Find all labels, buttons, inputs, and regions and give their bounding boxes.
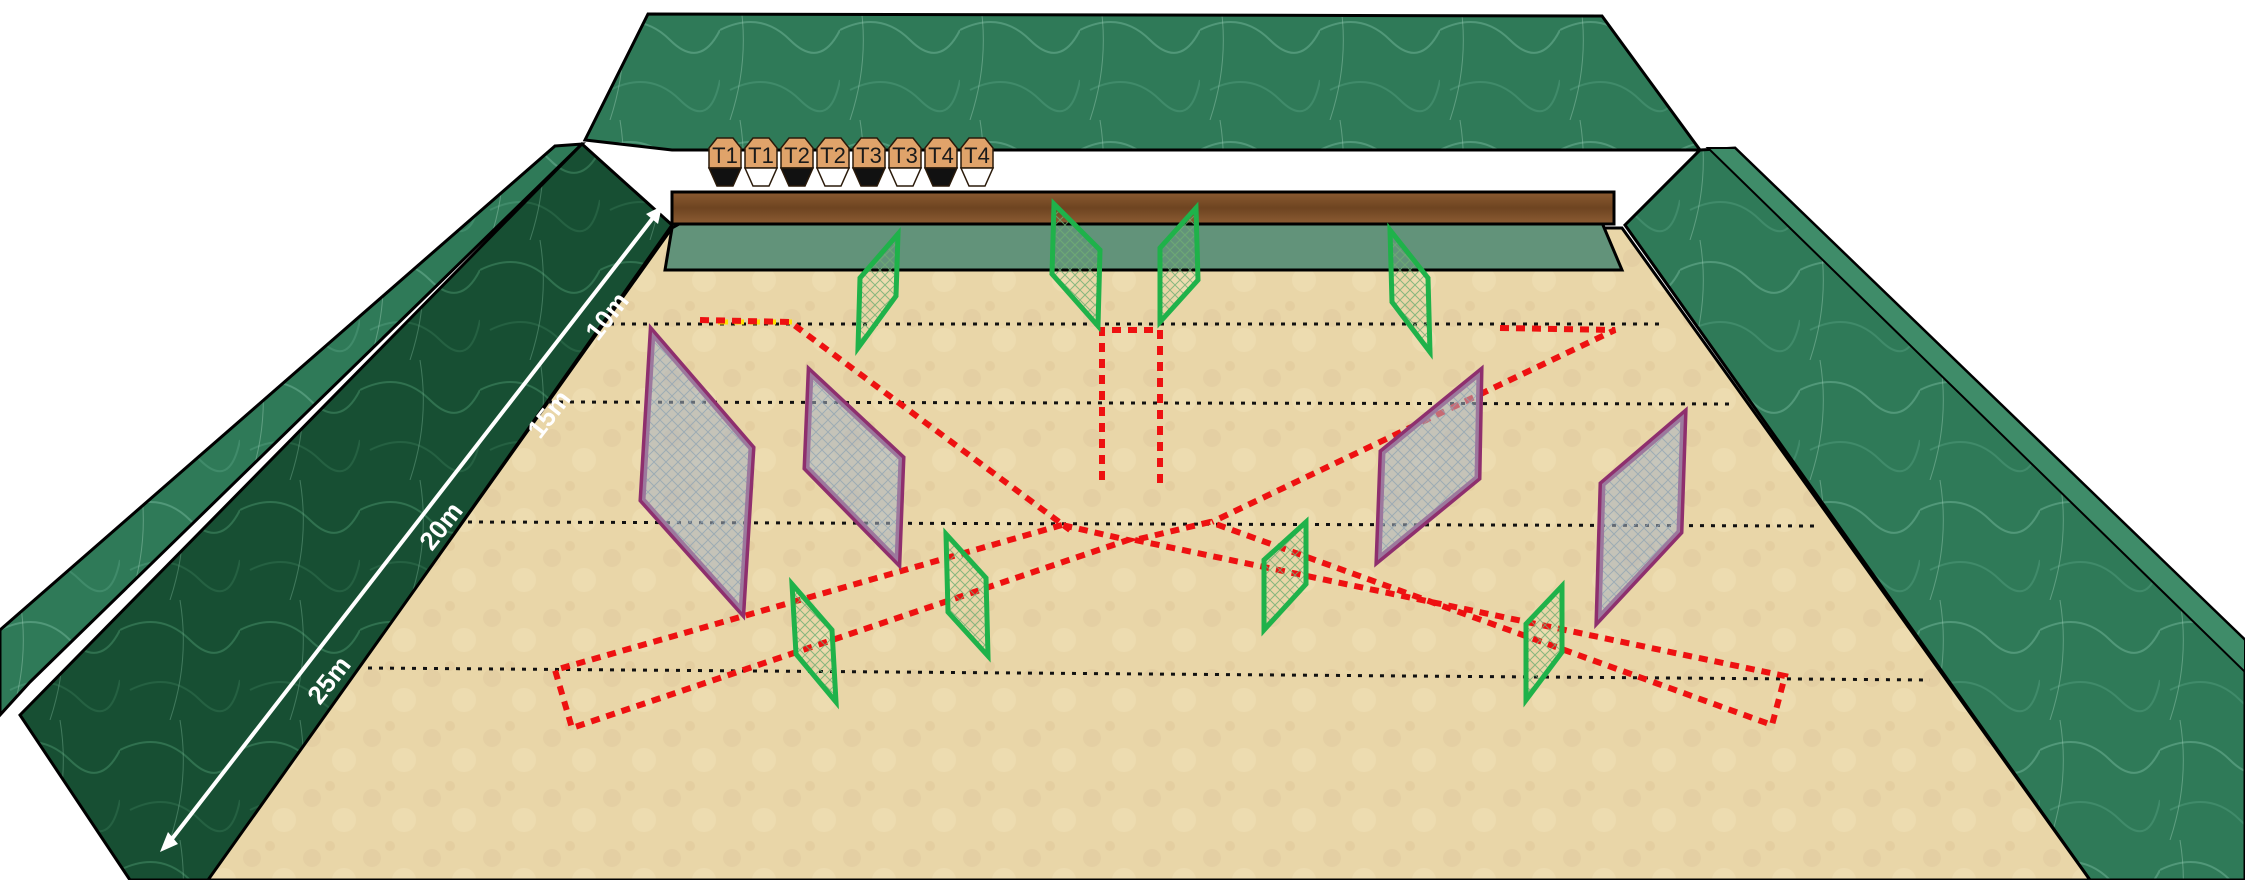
target-label: T1 [712, 143, 738, 168]
target-label: T4 [964, 143, 990, 168]
target-label: T2 [820, 143, 846, 168]
target-t1-dark: T1 [709, 138, 741, 186]
back-berm [585, 14, 1700, 150]
target-label: T4 [928, 143, 954, 168]
target-label: T3 [892, 143, 918, 168]
target-stand [672, 192, 1614, 224]
target-face-dark [781, 168, 813, 186]
target-label: T1 [748, 143, 774, 168]
target-face-light [889, 168, 921, 186]
target-t2-dark: T2 [781, 138, 813, 186]
target-t2-light: T2 [817, 138, 849, 186]
target-face-light [817, 168, 849, 186]
target-t3-dark: T3 [853, 138, 885, 186]
target-t4-light: T4 [961, 138, 993, 186]
target-face-dark [853, 168, 885, 186]
target-t1-light: T1 [745, 138, 777, 186]
target-t3-light: T3 [889, 138, 921, 186]
backstop-ledge [665, 218, 1622, 270]
target-face-light [745, 168, 777, 186]
target-face-light [961, 168, 993, 186]
target-t4-dark: T4 [925, 138, 957, 186]
target-face-dark [925, 168, 957, 186]
target-face-dark [709, 168, 741, 186]
target-label: T3 [856, 143, 882, 168]
target-label: T2 [784, 143, 810, 168]
